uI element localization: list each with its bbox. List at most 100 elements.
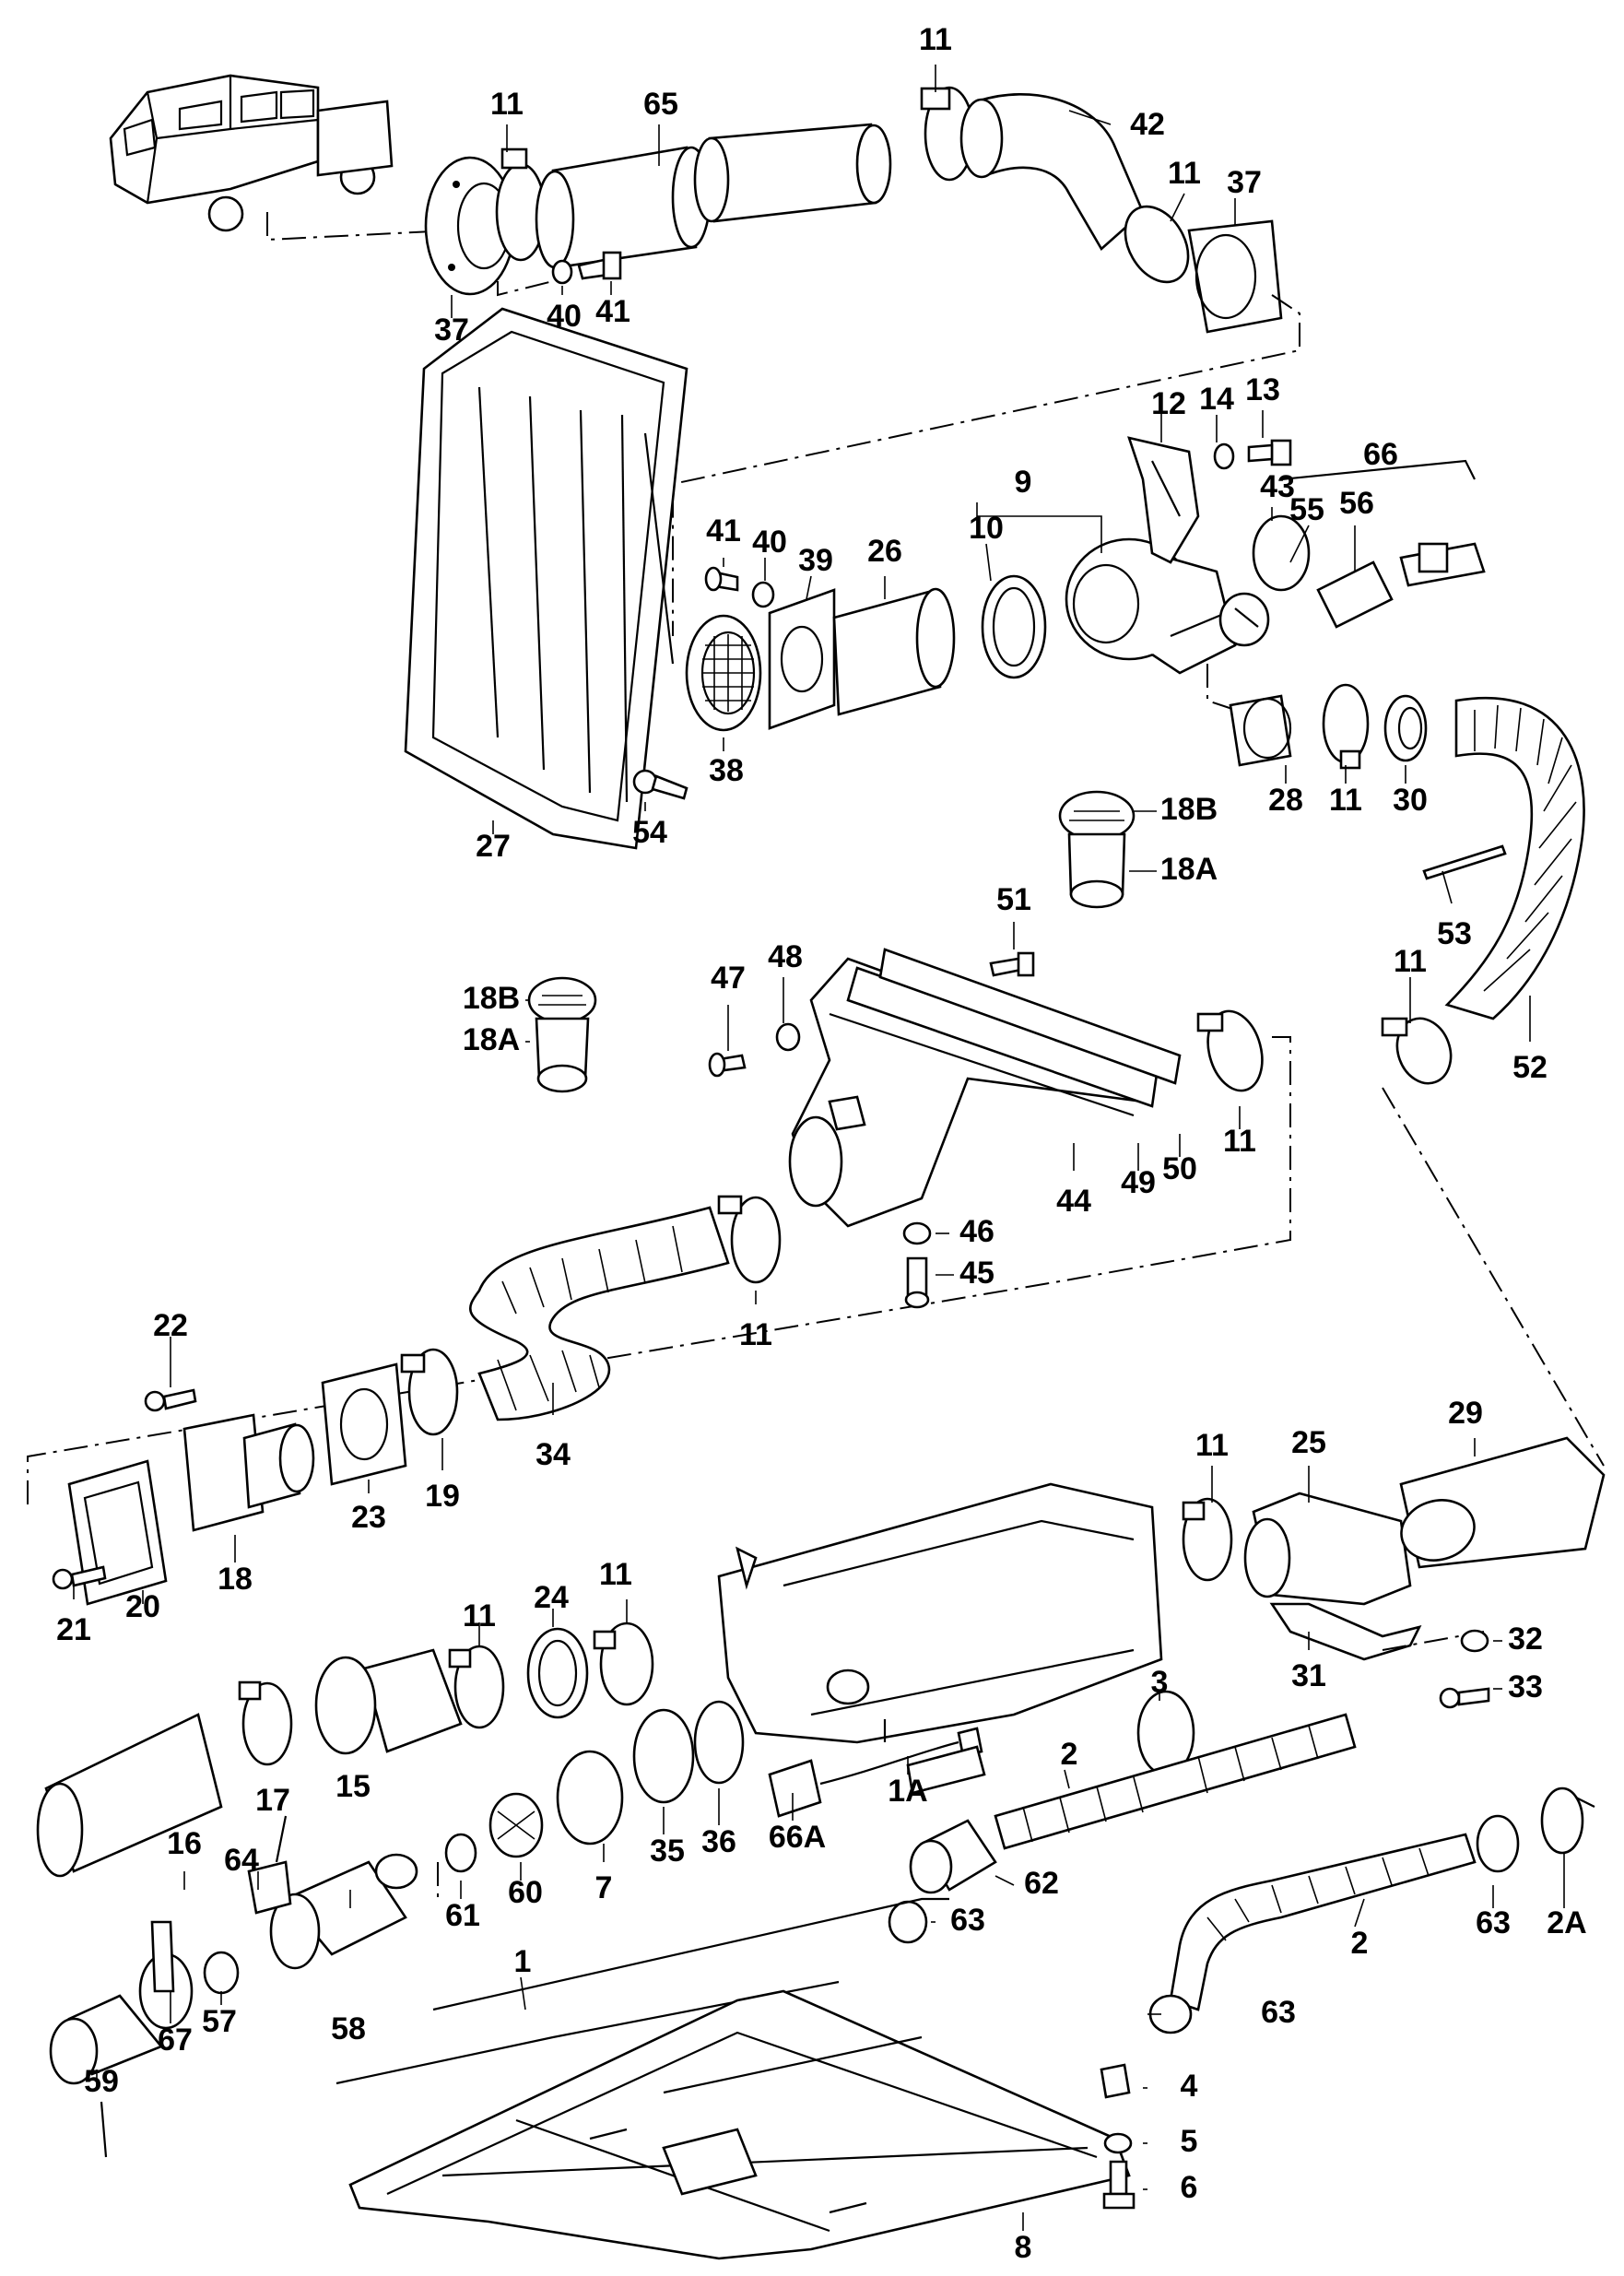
bolt-13 xyxy=(1247,439,1292,466)
bracket-66 xyxy=(1280,459,1486,587)
clamp-11-body xyxy=(593,1622,654,1706)
label-37: 37 xyxy=(1227,165,1262,200)
hose-34 xyxy=(468,1206,730,1421)
washer-14 xyxy=(1213,442,1235,470)
label-25: 25 xyxy=(1291,1425,1326,1460)
label-11: 11 xyxy=(1223,1124,1256,1159)
label-20: 20 xyxy=(125,1589,160,1624)
label-33: 33 xyxy=(1508,1669,1543,1704)
clamp-11-right xyxy=(1124,205,1190,284)
label-63: 63 xyxy=(1261,1995,1296,2030)
label-19: 19 xyxy=(425,1479,460,1514)
label-5: 5 xyxy=(1181,2124,1198,2159)
label-35: 35 xyxy=(650,1834,685,1869)
part-labels: 11 65 11 42 11 37 37 40 41 12 14 13 66 9… xyxy=(56,22,1587,2265)
label-61: 61 xyxy=(445,1898,480,1933)
hose-2-upper xyxy=(994,1713,1357,1850)
label-57: 57 xyxy=(202,2004,237,2039)
label-67: 67 xyxy=(158,2022,193,2058)
flange-28 xyxy=(1229,694,1292,767)
outlet-29 xyxy=(1399,1436,1606,1569)
label-26: 26 xyxy=(867,534,902,569)
vehicle-icon xyxy=(109,74,394,232)
label-63: 63 xyxy=(1476,1905,1511,1940)
gasket-36 xyxy=(693,1700,745,1785)
washer-32 xyxy=(1460,1629,1489,1653)
washer-5 xyxy=(1103,2132,1133,2154)
clamp-57 xyxy=(203,1951,240,1995)
clamp-11-mid xyxy=(717,1195,782,1284)
label-18B: 18B xyxy=(1160,792,1218,827)
outlet-18B-18A-left xyxy=(527,976,597,1093)
heater-fan-9 xyxy=(1065,537,1237,675)
label-2A: 2A xyxy=(1547,1905,1586,1940)
label-11: 11 xyxy=(919,22,952,57)
label-1: 1 xyxy=(514,1944,532,1979)
label-37: 37 xyxy=(434,313,469,348)
label-30: 30 xyxy=(1393,783,1428,818)
part-61 xyxy=(444,1833,477,1873)
label-34: 34 xyxy=(535,1437,571,1472)
ring-10 xyxy=(981,574,1047,679)
label-16: 16 xyxy=(167,1826,202,1861)
label-66: 66 xyxy=(1363,437,1398,472)
label-31: 31 xyxy=(1291,1658,1326,1693)
label-43: 43 xyxy=(1260,469,1295,504)
label-47: 47 xyxy=(711,961,746,996)
bracket-12 xyxy=(1127,436,1200,564)
burner-60 xyxy=(488,1792,544,1858)
label-41: 41 xyxy=(706,513,741,548)
label-11: 11 xyxy=(463,1598,496,1633)
label-56: 56 xyxy=(1339,486,1374,521)
label-36: 36 xyxy=(701,1824,736,1859)
label-2: 2 xyxy=(1351,1926,1369,1961)
washer-40-top xyxy=(551,259,573,285)
label-50: 50 xyxy=(1162,1151,1197,1186)
label-23: 23 xyxy=(351,1500,386,1535)
label-11: 11 xyxy=(1394,944,1427,979)
label-7: 7 xyxy=(595,1870,613,1905)
label-41: 41 xyxy=(595,294,630,329)
washer-46 xyxy=(902,1221,932,1245)
pipe-15 xyxy=(314,1648,463,1755)
label-64: 64 xyxy=(224,1843,259,1878)
clamp-11-hose-52 xyxy=(1381,1017,1453,1085)
label-18B: 18B xyxy=(463,981,520,1016)
screw-22 xyxy=(144,1388,197,1412)
outlet-18B-18A-right xyxy=(1058,790,1136,909)
label-11: 11 xyxy=(1329,783,1362,818)
silencer-16 xyxy=(36,1713,223,1878)
nut-4 xyxy=(1100,2063,1131,2099)
leader-lines xyxy=(73,65,1565,2231)
label-42: 42 xyxy=(1130,107,1165,142)
screw-41-heater xyxy=(704,566,739,592)
label-14: 14 xyxy=(1199,382,1234,417)
label-55: 55 xyxy=(1289,492,1324,527)
label-9: 9 xyxy=(1015,465,1032,500)
label-15: 15 xyxy=(335,1769,371,1804)
label-13: 13 xyxy=(1245,372,1280,407)
label-11: 11 xyxy=(739,1317,772,1352)
clamp-11-distributor xyxy=(1196,1009,1264,1092)
hose-2-lower xyxy=(1169,1833,1477,2011)
bolt-41-top xyxy=(577,251,622,280)
bolt-6 xyxy=(1102,2160,1136,2210)
label-2: 2 xyxy=(1061,1737,1078,1772)
label-1A: 1A xyxy=(888,1774,927,1809)
igniter-56 xyxy=(1316,560,1394,629)
label-49: 49 xyxy=(1121,1165,1156,1200)
hose-42 xyxy=(959,93,1145,252)
pipe-1A xyxy=(906,1745,986,1795)
label-40: 40 xyxy=(752,525,787,560)
tube-26 xyxy=(832,587,956,716)
label-39: 39 xyxy=(798,543,833,578)
label-21: 21 xyxy=(56,1612,91,1647)
label-52: 52 xyxy=(1512,1050,1548,1085)
cover-27 xyxy=(404,307,688,850)
label-28: 28 xyxy=(1268,783,1303,818)
screw-45 xyxy=(904,1256,930,1309)
gasket-23 xyxy=(321,1362,407,1486)
screw-47 xyxy=(708,1052,747,1078)
label-17: 17 xyxy=(255,1783,290,1818)
